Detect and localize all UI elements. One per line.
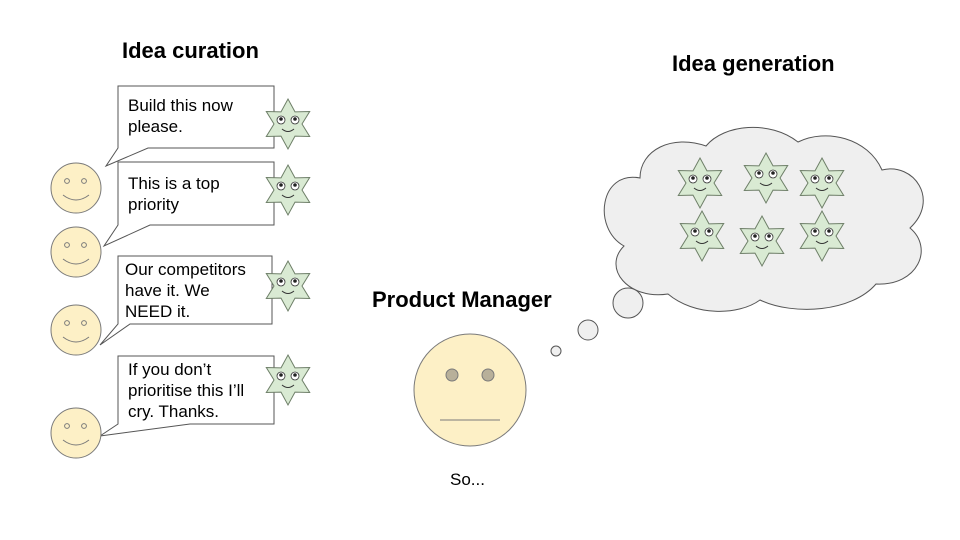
product-manager-title: Product Manager bbox=[372, 287, 552, 313]
idea-star-icon bbox=[266, 261, 309, 311]
thought-dot-small bbox=[551, 346, 561, 356]
thought-dot-large bbox=[613, 288, 643, 318]
stakeholder-face-4 bbox=[51, 408, 101, 458]
stakeholder-face-2 bbox=[51, 227, 101, 277]
bubble-text-4: If you don’t prioritise this I’ll cry. T… bbox=[128, 359, 244, 422]
stakeholder-face-3 bbox=[51, 305, 101, 355]
bubble-text-2: This is a top priority bbox=[128, 173, 220, 215]
thought-cloud bbox=[551, 127, 923, 356]
manager-caption: So... bbox=[450, 470, 485, 490]
idea-generation-title: Idea generation bbox=[672, 51, 835, 77]
idea-curation-title: Idea curation bbox=[122, 38, 259, 64]
bubble-text-1: Build this now please. bbox=[128, 95, 233, 137]
stakeholder-face-1 bbox=[51, 163, 101, 213]
thought-dot-medium bbox=[578, 320, 598, 340]
product-manager-face bbox=[414, 334, 526, 446]
bubble-text-3: Our competitors have it. We NEED it. bbox=[125, 259, 246, 322]
